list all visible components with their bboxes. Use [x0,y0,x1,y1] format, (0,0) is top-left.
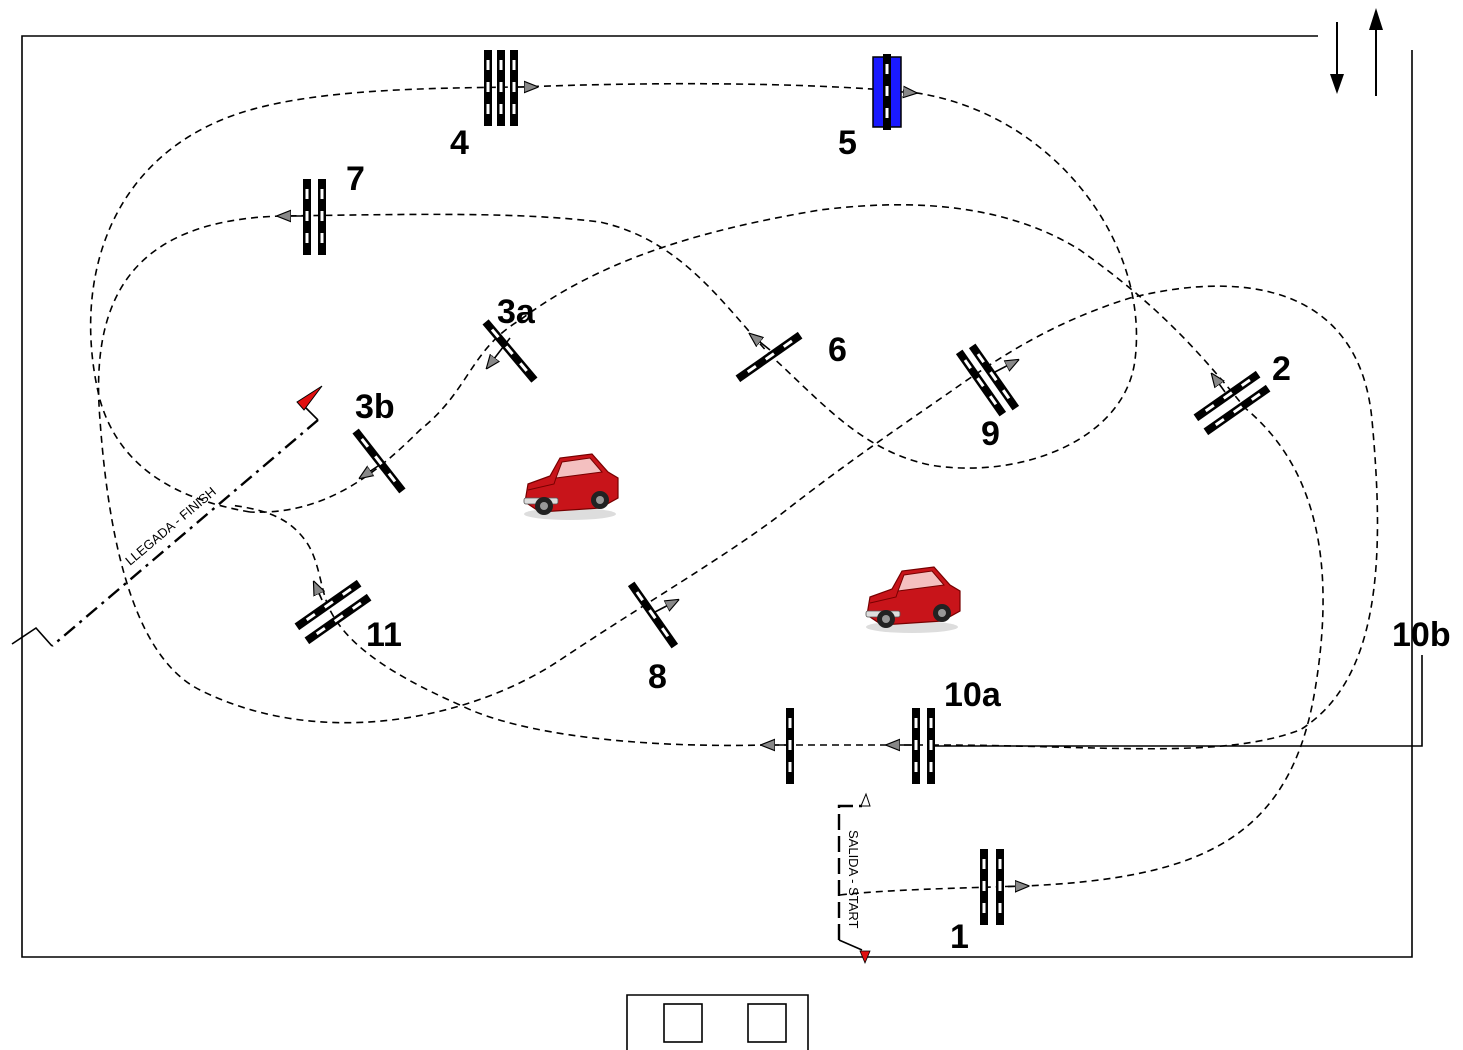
gate-7 [303,179,326,255]
car-icon [865,566,961,634]
finish-line-end [11,626,53,647]
gate-label-5: 5 [838,124,857,162]
gate-label-3a: 3a [497,293,536,331]
gate-10b-line [935,655,1423,747]
gate-label-10a: 10a [944,676,1002,714]
flag-icon [296,385,323,411]
gate-label-9: 9 [981,415,1000,453]
gate-9 [955,343,1020,417]
building-icon [626,994,809,1050]
gate-11 [294,579,372,645]
gate-1 [980,849,1004,925]
gate-8 [627,581,679,649]
up-arrow-icon [1369,8,1383,96]
course-path [229,504,935,747]
start-label: SALIDA - START [846,830,861,929]
gate-4 [484,50,518,126]
gate-label-7: 7 [346,160,365,198]
course-path [97,215,1379,750]
down-arrow-icon [1330,22,1344,94]
gate-label-8: 8 [648,658,667,696]
gate-3b [352,428,406,494]
flag-icon [859,950,871,965]
gate-label-10b: 10b [1392,616,1451,654]
start-line-bottom [838,939,863,951]
path-arrows [278,87,1226,887]
gate-label-2: 2 [1272,350,1291,388]
start-line [837,804,862,940]
gate-5 [872,54,902,130]
course-boundary [21,35,1413,958]
gate-label-1: 1 [950,918,969,956]
finish-label: LLEGADA - FINISH [122,484,219,568]
gate-6 [735,331,803,383]
course-path [281,82,1138,469]
gate-label-11: 11 [366,616,402,654]
gate-10a [912,708,935,784]
gate-label-4: 4 [450,124,469,162]
start-marker-top [860,792,871,807]
gate-label-3b: 3b [355,388,395,426]
gate-label-6: 6 [828,331,847,369]
course-path [249,203,1324,896]
car-icon [523,453,619,521]
gate-10a-single [786,708,794,784]
gate-2 [1193,370,1271,436]
finish-line [51,419,319,647]
